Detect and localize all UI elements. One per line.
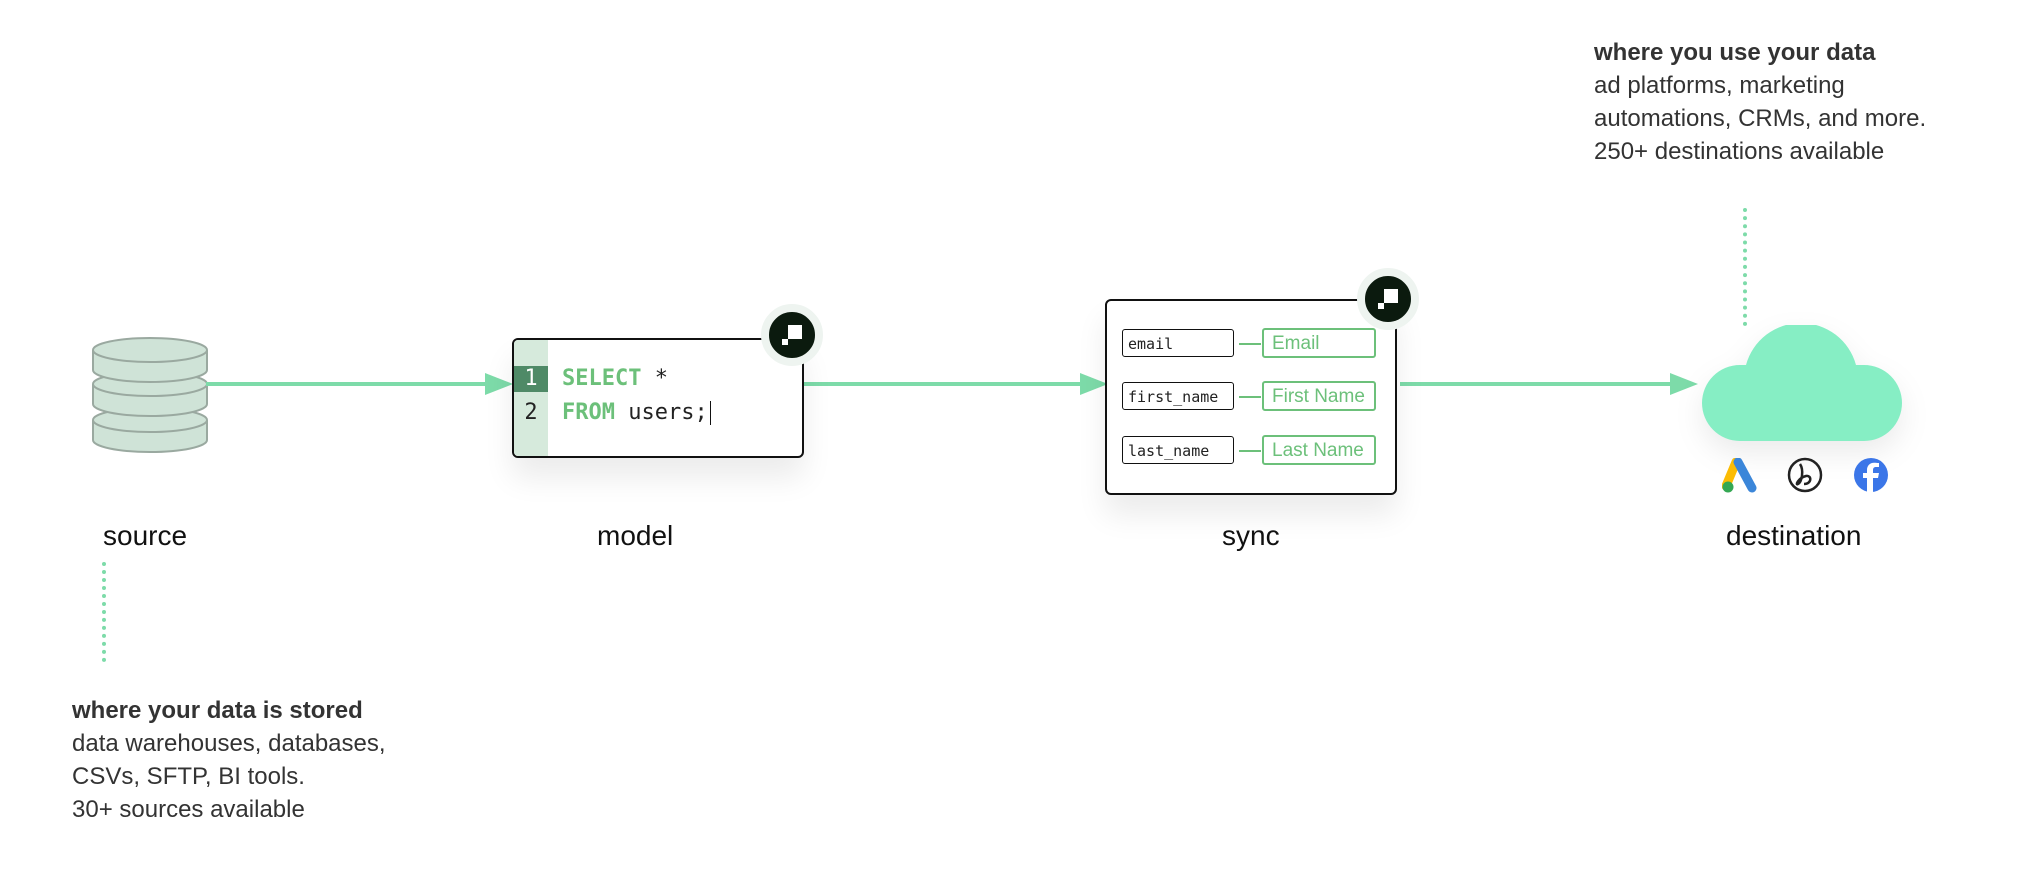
source-field: first_name (1122, 382, 1234, 410)
source-note-line: 30+ sources available (72, 796, 305, 823)
hightouch-logo-icon (1357, 268, 1419, 330)
stage-label-model: model (597, 520, 674, 551)
model-code-box: 1 SELECT * 2 FROM users; (512, 338, 804, 458)
destination-field: Email (1262, 328, 1376, 358)
stage-label-source: source (103, 520, 188, 551)
source-dotted-line (102, 562, 106, 662)
source-note-line: CSVs, SFTP, BI tools. (72, 763, 305, 790)
destination-note: where you use your data ad platforms, ma… (1594, 36, 1926, 168)
destination-field: First Name (1262, 381, 1376, 411)
sql-text: * (641, 366, 668, 391)
source-note-title: where your data is stored (72, 697, 363, 724)
sync-mapping-box: email Email first_name First Name last_n… (1105, 299, 1397, 495)
arrowhead (1080, 373, 1108, 395)
arrow-source-to-model (206, 382, 488, 386)
destination-field: Last Name (1262, 435, 1376, 465)
arrowhead (1670, 373, 1698, 395)
arrow-model-to-sync (803, 382, 1083, 386)
cloud-icon (1702, 325, 1902, 441)
destination-note-line: ad platforms, marketing (1594, 72, 1845, 99)
google-ads-icon (1722, 458, 1757, 493)
stage-label-sync: sync (1222, 520, 1280, 551)
source-field: last_name (1122, 436, 1234, 464)
source-field: email (1122, 329, 1234, 357)
stage-label-destination: destination (1726, 520, 1862, 551)
destination-note-title: where you use your data (1594, 39, 1876, 66)
active-line-highlight (514, 366, 548, 392)
hightouch-logo-icon (761, 304, 823, 366)
mapping-arrow (1239, 396, 1261, 398)
destination-dotted-line (1743, 208, 1747, 326)
code-line: 2 FROM users; (514, 400, 711, 426)
sql-text: users; (614, 400, 708, 425)
mapping-arrow (1239, 343, 1261, 345)
facebook-icon (1854, 458, 1888, 493)
mapping-arrow (1239, 450, 1261, 452)
sql-keyword: FROM (562, 400, 615, 425)
source-note: where your data is stored data warehouse… (72, 694, 386, 826)
line-gutter (514, 340, 548, 456)
arrowhead (485, 373, 513, 395)
text-cursor (709, 401, 711, 425)
code-line: 1 SELECT * (514, 366, 668, 392)
braze-icon (1787, 457, 1823, 493)
sql-keyword: SELECT (562, 366, 642, 391)
destination-note-line: 250+ destinations available (1594, 138, 1885, 165)
destination-note-line: automations, CRMs, and more. (1594, 105, 1927, 132)
database-icon (92, 337, 208, 453)
source-note-line: data warehouses, databases, (72, 730, 386, 757)
arrow-sync-to-destination (1400, 382, 1672, 386)
line-number: 2 (524, 400, 538, 425)
line-number: 1 (524, 366, 538, 391)
